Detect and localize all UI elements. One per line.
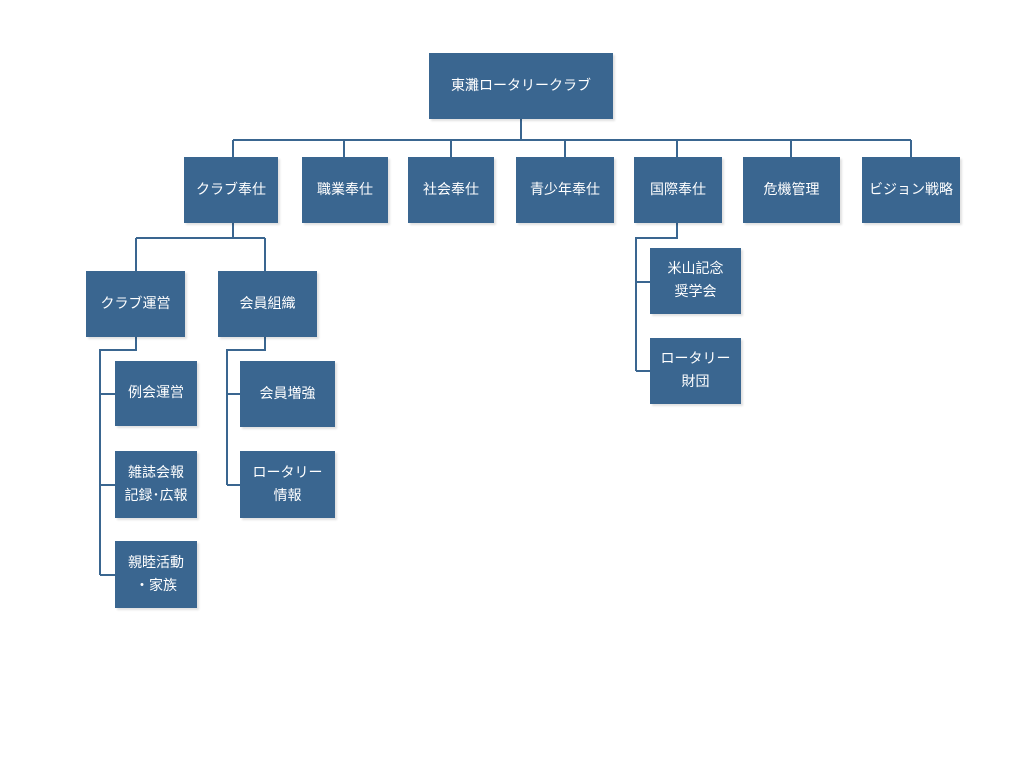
- node-club-operations: クラブ運営: [86, 271, 185, 337]
- connector-club-service: [135, 222, 266, 272]
- node-membership: 会員組織: [218, 271, 317, 337]
- node-risk-management: 危機管理: [743, 157, 840, 223]
- node-rotary-information: ロータリー 情報: [240, 451, 335, 518]
- node-fellowship-family: 親睦活動 ・家族: [115, 541, 197, 608]
- node-rotary-foundation: ロータリー 財団: [650, 338, 741, 404]
- connector-membership: [226, 336, 266, 486]
- connector-root-bus: [233, 118, 911, 141]
- node-youth-service: 青少年奉仕: [516, 157, 614, 223]
- node-vision-strategy: ビジョン戦略: [862, 157, 960, 223]
- connector-committee-drops: [232, 140, 912, 158]
- connector-international: [635, 222, 678, 372]
- node-yoneyama-scholarship: 米山記念 奨学会: [650, 248, 741, 314]
- node-meeting-operations: 例会運営: [115, 361, 197, 426]
- node-community-service: 社会奉仕: [408, 157, 494, 223]
- node-membership-growth: 会員増強: [240, 361, 335, 427]
- node-club-service: クラブ奉仕: [184, 157, 278, 223]
- node-root: 東灘ロータリークラブ: [429, 53, 613, 119]
- node-vocational-service: 職業奉仕: [302, 157, 388, 223]
- node-magazine-bulletin: 雑誌会報 記録･広報: [115, 451, 197, 518]
- node-international-service: 国際奉仕: [634, 157, 722, 223]
- connector-club-operations: [99, 336, 137, 576]
